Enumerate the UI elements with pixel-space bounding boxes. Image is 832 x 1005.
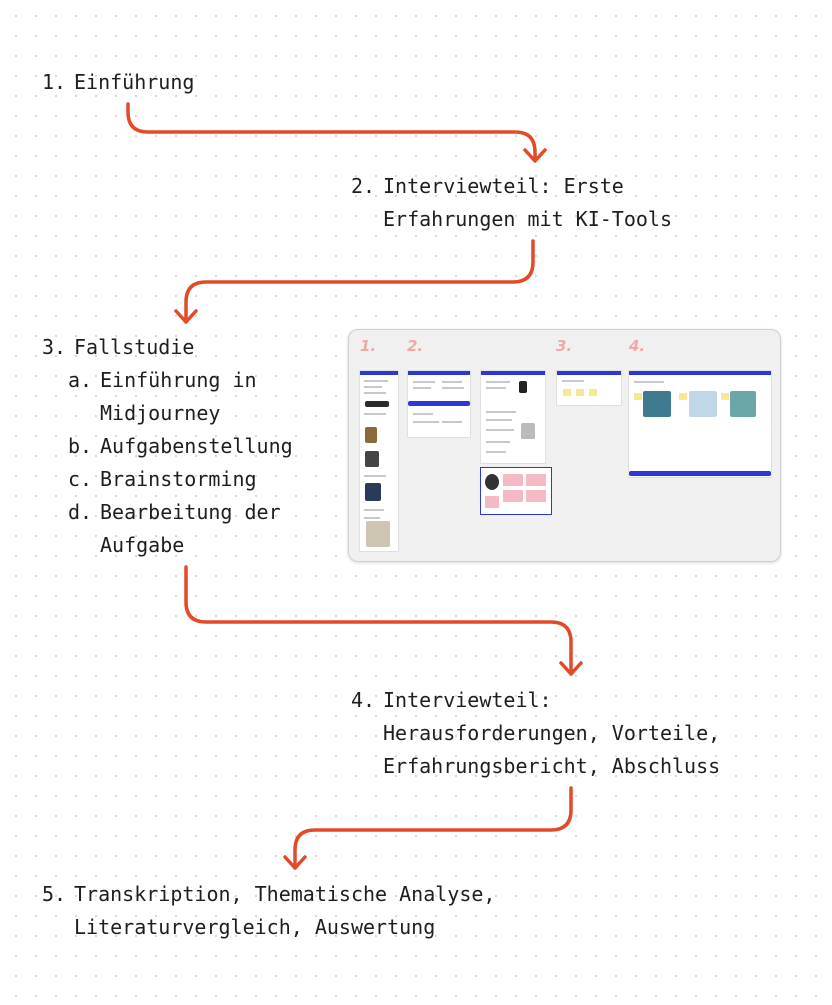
step-number: 2. [351,174,376,198]
step-1: 1. Einführung [42,66,194,99]
arrowhead-4-to-5 [283,855,307,870]
board-section-label: 2. [407,337,424,355]
arrow-4-to-5 [293,786,573,870]
board-thumbnail: 1. 2. 3. 4. [348,329,781,562]
step-5: 5. Transkription, Thematische Analyse, Lit… [42,878,495,944]
step-label: Fallstudie [74,335,195,359]
step-label-line: Interviewteil: Erste [383,174,624,198]
step-label: Einführung [74,70,195,94]
substep-label-line: Aufgabenstellung [100,434,293,458]
step-4: 4. Interviewteil: Herausforderungen, Vorte… [351,684,720,783]
arrowhead-3-to-4 [559,661,583,676]
board-frame-task [407,370,471,438]
substep-label-line: Brainstorming [100,467,257,491]
step-label-line: Erfahrungen mit KI-Tools [383,207,672,231]
board-frame-persona [480,467,552,515]
step-number: 3. [42,335,67,359]
board-section-label: 1. [360,337,377,355]
substep-number: c. [68,467,93,491]
board-frame-intro [359,370,399,552]
arrow-1-to-2 [126,102,537,162]
step-label-line: Erfahrungsbericht, Abschluss [383,754,721,778]
board-section-label: 4. [629,337,646,355]
step-3: 3. Fallstudie a. Einführung in Midjourney b… [42,331,293,562]
substep-label-line: Midjourney [100,401,221,425]
board-frame-stickies [556,370,622,406]
substep-c: c. Brainstorming [68,463,293,496]
step-number: 1. [42,70,67,94]
substep-b: b. Aufgabenstellung [68,430,293,463]
substep-label-line: Einführung in [100,368,257,392]
substep-label-line: Bearbeitung der [100,500,281,524]
arrowhead-2-to-3 [174,309,198,324]
substep-a: a. Einführung in Midjourney [68,364,293,430]
arrow-3-to-4 [184,565,573,676]
substep-label-line: Aufgabe [100,533,185,557]
board-frame-results [628,370,772,478]
step-number: 5. [42,882,67,906]
step-label-line: Literaturvergleich, Auswertung [74,915,436,939]
board-section-label: 3. [556,337,573,355]
arrow-2-to-3 [184,239,535,324]
step-label-line: Herausforderungen, Vorteile, [383,721,721,745]
step-number: 4. [351,688,376,712]
step-label-line: Interviewteil: [383,688,552,712]
substep-number: d. [68,500,93,524]
substep-number: b. [68,434,93,458]
step-label-line: Transkription, Thematische Analyse, [74,882,496,906]
board-frame-brainstorm [480,370,546,464]
arrowhead-1-to-2 [523,148,547,163]
substep-number: a. [68,368,93,392]
